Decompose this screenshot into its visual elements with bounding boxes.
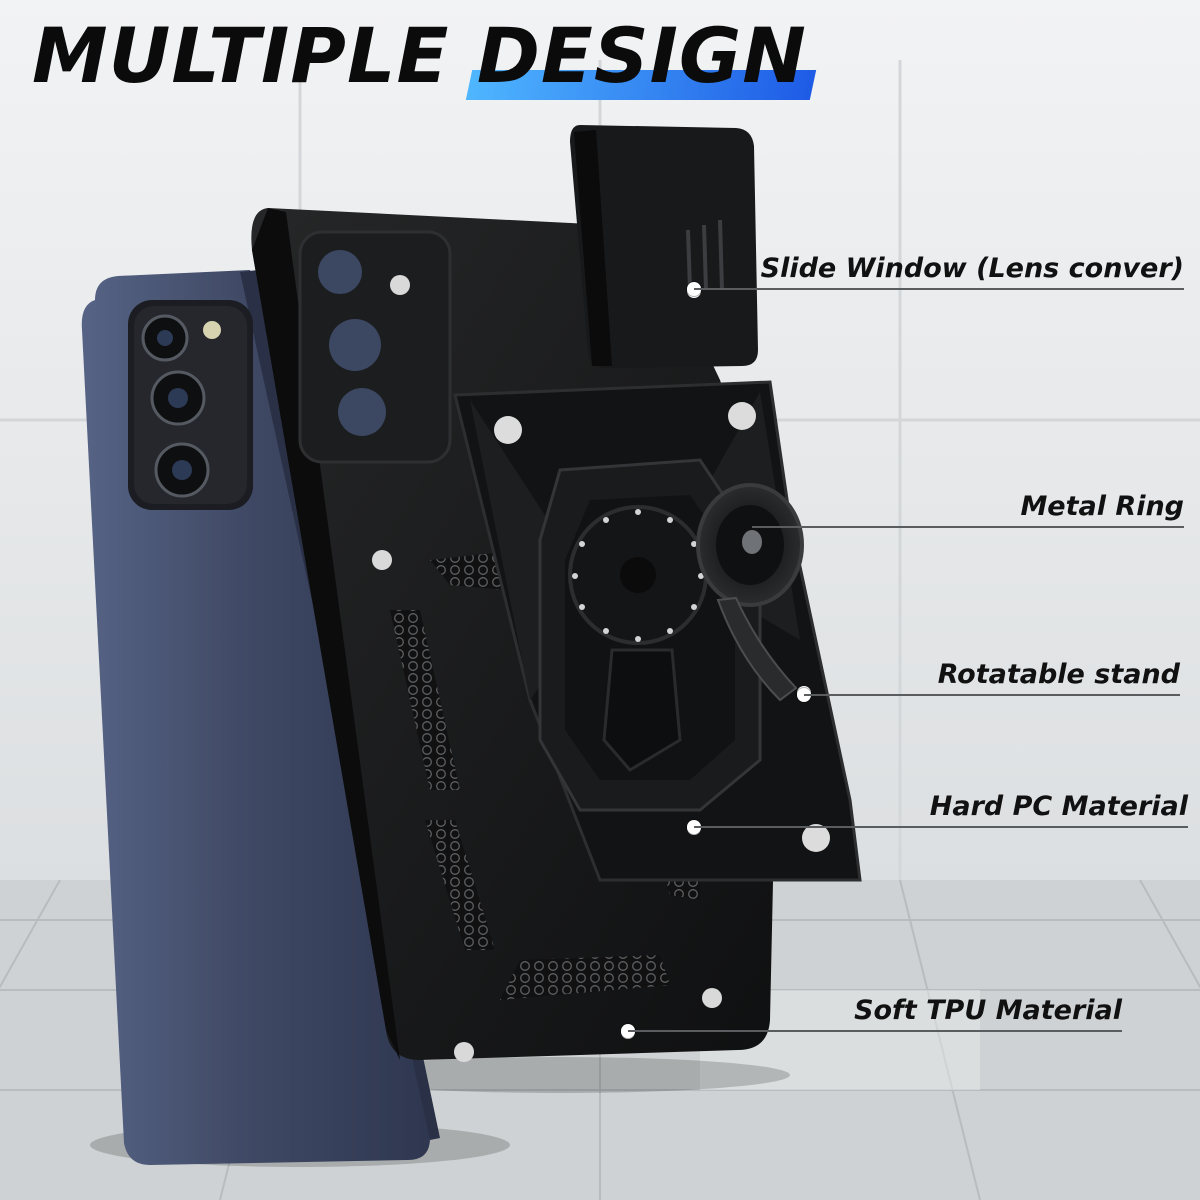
headline: MULTIPLE DESIGN bbox=[32, 8, 807, 104]
callout-label: Hard PC Material bbox=[929, 791, 1188, 822]
callout-label: Soft TPU Material bbox=[854, 995, 1122, 1026]
magnet-plate bbox=[568, 505, 708, 645]
callout-label: Metal Ring bbox=[1020, 491, 1184, 522]
callout-label: Slide Window (Lens conver) bbox=[760, 253, 1184, 284]
callout-hard-pc-material: Hard PC Material bbox=[687, 788, 1188, 834]
callout-slide-window: Slide Window (Lens conver) bbox=[687, 250, 1184, 296]
slide-window-lens-cover bbox=[570, 125, 758, 368]
callout-line bbox=[694, 288, 1184, 290]
callout-line bbox=[628, 1030, 1122, 1032]
metal-ring bbox=[696, 483, 811, 702]
headline-word-multiple: MULTIPLE bbox=[32, 11, 450, 100]
callout-label: Rotatable stand bbox=[937, 659, 1180, 690]
callout-metal-ring: Metal Ring bbox=[752, 488, 1184, 528]
callout-soft-tpu-material: Soft TPU Material bbox=[621, 992, 1122, 1038]
callout-rotatable-stand: Rotatable stand bbox=[797, 656, 1180, 702]
callout-line bbox=[694, 826, 1188, 828]
callout-line bbox=[804, 694, 1180, 696]
callout-line bbox=[752, 526, 1184, 528]
headline-word-design: DESIGN bbox=[477, 8, 807, 104]
